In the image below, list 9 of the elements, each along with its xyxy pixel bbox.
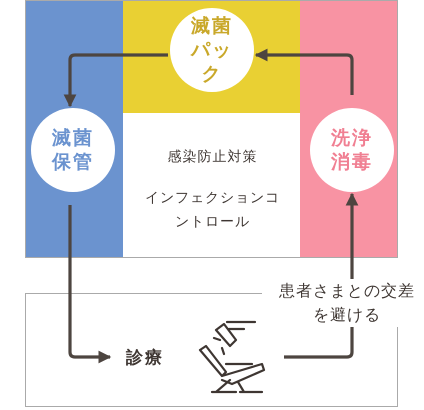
arrow xyxy=(254,48,354,95)
step-label: 滅菌保管 xyxy=(50,126,95,174)
center-title: 感染防止対策 xyxy=(166,148,258,166)
arrow xyxy=(64,53,168,108)
center-subtitle: インフェクションコントロール xyxy=(144,189,281,232)
arrow xyxy=(68,205,112,364)
step-label: 滅菌パック xyxy=(189,14,234,86)
step-label: 診療 xyxy=(126,347,164,369)
step-label: 洗浄消毒 xyxy=(330,126,374,174)
